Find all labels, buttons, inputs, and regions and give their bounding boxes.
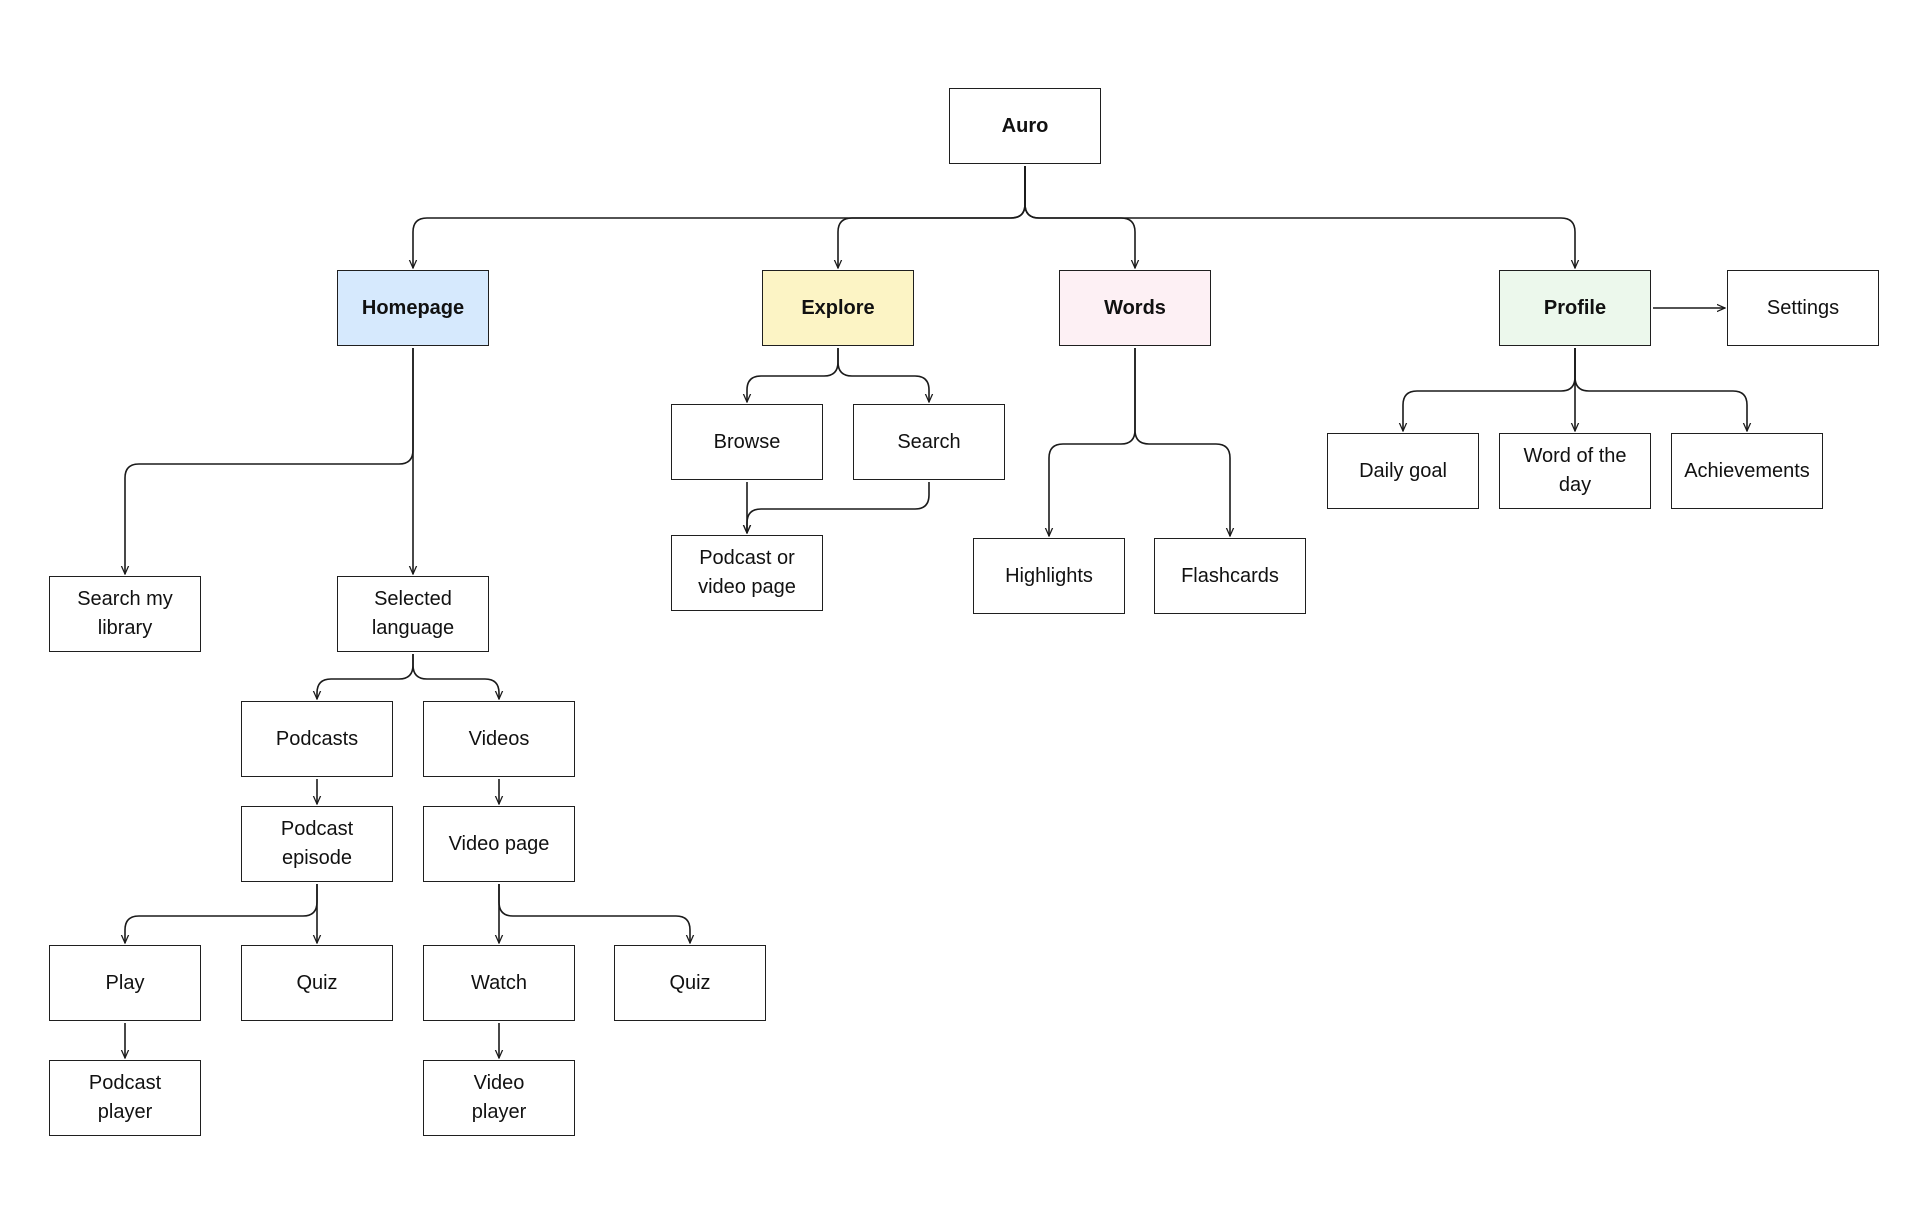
connector-auro-to-profile	[1024, 166, 1575, 268]
node-quiz-video-label: Quiz	[669, 971, 711, 994]
connector-auro-to-homepage	[413, 166, 1026, 268]
node-profile[interactable]: Profile	[1499, 270, 1651, 346]
node-word-of-the-day[interactable]: Word of the day	[1499, 433, 1651, 509]
node-podcast-player[interactable]: Podcast player	[49, 1060, 201, 1136]
node-highlights[interactable]: Highlights	[973, 538, 1125, 614]
node-browse[interactable]: Browse	[671, 404, 823, 480]
node-selected-language-label: Selected language	[371, 588, 455, 639]
node-browse-label: Browse	[713, 430, 781, 453]
node-achievements[interactable]: Achievements	[1671, 433, 1823, 509]
node-watch-label: Watch	[471, 971, 527, 994]
connector-words-to-highlights	[1049, 348, 1136, 536]
connector-words-to-flashcards	[1134, 348, 1230, 536]
node-quiz-podcast-label: Quiz	[296, 971, 338, 994]
node-podcast-episode[interactable]: Podcast episode	[241, 806, 393, 882]
node-podcast-player-label: Podcast player	[88, 1072, 162, 1123]
node-highlights-label: Highlights	[1005, 564, 1093, 587]
node-search-my-library[interactable]: Search my library	[49, 576, 201, 652]
node-flashcards[interactable]: Flashcards	[1154, 538, 1306, 614]
node-homepage-label: Homepage	[361, 296, 465, 319]
node-quiz-podcast[interactable]: Quiz	[241, 945, 393, 1021]
node-watch[interactable]: Watch	[423, 945, 575, 1021]
connector-search-to-podcast_or_video_page	[747, 482, 930, 533]
node-words[interactable]: Words	[1059, 270, 1211, 346]
connector-video_page-to-quiz_video	[498, 884, 690, 943]
node-auro[interactable]: Auro	[949, 88, 1101, 164]
node-homepage[interactable]: Homepage	[337, 270, 489, 346]
node-flashcards-label: Flashcards	[1181, 564, 1279, 587]
node-video-player[interactable]: Video player	[423, 1060, 575, 1136]
node-video-page-label: Video page	[448, 832, 550, 855]
connector-homepage-to-search_my_library	[125, 348, 414, 574]
node-search-my-library-label: Search my library	[77, 588, 173, 639]
connector-profile-to-daily_goal	[1403, 348, 1576, 431]
node-podcasts-label: Podcasts	[275, 727, 359, 750]
connector-explore-to-browse	[747, 348, 839, 402]
node-podcast-or-video-page-label: Podcast or video page	[698, 547, 796, 598]
node-word-of-the-day-label: Word of the day	[1523, 445, 1627, 496]
connector-profile-to-achievements	[1574, 348, 1747, 431]
node-achievements-label: Achievements	[1684, 459, 1810, 482]
connector-explore-to-search	[837, 348, 929, 402]
node-search-label: Search	[897, 430, 961, 453]
node-quiz-video[interactable]: Quiz	[614, 945, 766, 1021]
node-video-page[interactable]: Video page	[423, 806, 575, 882]
node-search[interactable]: Search	[853, 404, 1005, 480]
connector-auro-to-words	[1024, 166, 1135, 268]
node-words-label: Words	[1104, 296, 1166, 319]
connector-podcast_episode-to-play	[125, 884, 318, 943]
node-podcast-or-video-page[interactable]: Podcast or video page	[671, 535, 823, 611]
node-profile-label: Profile	[1543, 296, 1607, 319]
node-video-player-label: Video player	[471, 1072, 527, 1123]
node-settings[interactable]: Settings	[1727, 270, 1879, 346]
node-explore-label: Explore	[801, 296, 875, 319]
node-play[interactable]: Play	[49, 945, 201, 1021]
connector-selected_language-to-videos	[412, 654, 499, 699]
connector-auro-to-explore	[838, 166, 1026, 268]
node-podcasts[interactable]: Podcasts	[241, 701, 393, 777]
node-videos[interactable]: Videos	[423, 701, 575, 777]
node-daily-goal-label: Daily goal	[1359, 459, 1447, 482]
node-selected-language[interactable]: Selected language	[337, 576, 489, 652]
node-podcast-episode-label: Podcast episode	[280, 818, 354, 869]
node-videos-label: Videos	[468, 727, 530, 750]
node-daily-goal[interactable]: Daily goal	[1327, 433, 1479, 509]
node-auro-label: Auro	[1001, 114, 1049, 137]
node-play-label: Play	[105, 971, 145, 994]
node-settings-label: Settings	[1766, 296, 1840, 319]
connector-selected_language-to-podcasts	[317, 654, 414, 699]
node-explore[interactable]: Explore	[762, 270, 914, 346]
